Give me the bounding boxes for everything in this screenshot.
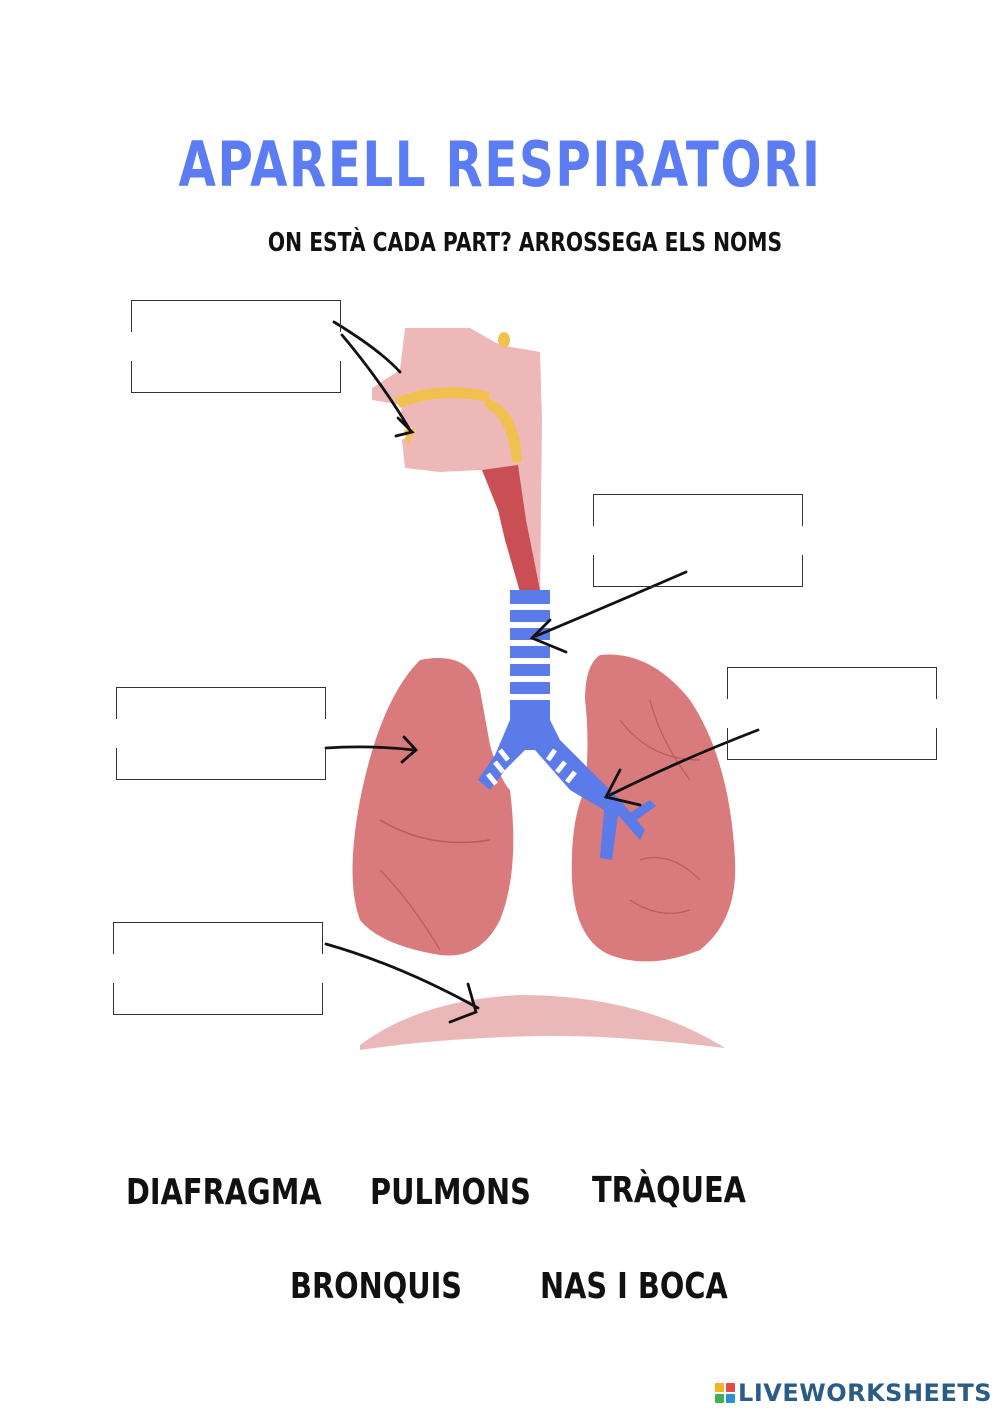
logo-icon: [715, 1383, 736, 1403]
drop-box-bronquis[interactable]: [727, 667, 937, 760]
word-traquea[interactable]: TRÀQUEA: [592, 1170, 746, 1211]
page-title: APARELL RESPIRATORI: [178, 128, 822, 201]
word-bronquis[interactable]: BRONQUIS: [290, 1266, 463, 1307]
diaphragm-shape: [360, 995, 725, 1050]
drop-box-nas-i-boca[interactable]: [131, 300, 341, 393]
left-lung: [352, 658, 514, 956]
bronchi: [478, 720, 656, 860]
palate-bone: [395, 387, 490, 408]
word-pulmons[interactable]: PULMONS: [370, 1172, 531, 1213]
instruction-text: ON ESTÀ CADA PART? ARROSSEGA ELS NOMS: [267, 228, 783, 258]
logo-text: LIVEWORKSHEETS: [738, 1379, 992, 1407]
pharynx-shape: [482, 465, 540, 592]
drop-box-diafragma[interactable]: [113, 922, 323, 1015]
nasal-spot: [498, 332, 510, 348]
drop-box-pulmons[interactable]: [116, 687, 326, 780]
pointer-arrows: [324, 320, 760, 1024]
trachea: [510, 590, 550, 720]
airway-curve: [484, 398, 522, 462]
drop-box-traquea[interactable]: [593, 494, 803, 587]
liveworksheets-logo: LIVEWORKSHEETS: [715, 1378, 992, 1408]
right-lung: [571, 654, 736, 962]
word-nas-i-boca[interactable]: NAS I BOCA: [540, 1266, 728, 1307]
word-diafragma[interactable]: DIAFRAGMA: [126, 1172, 322, 1213]
